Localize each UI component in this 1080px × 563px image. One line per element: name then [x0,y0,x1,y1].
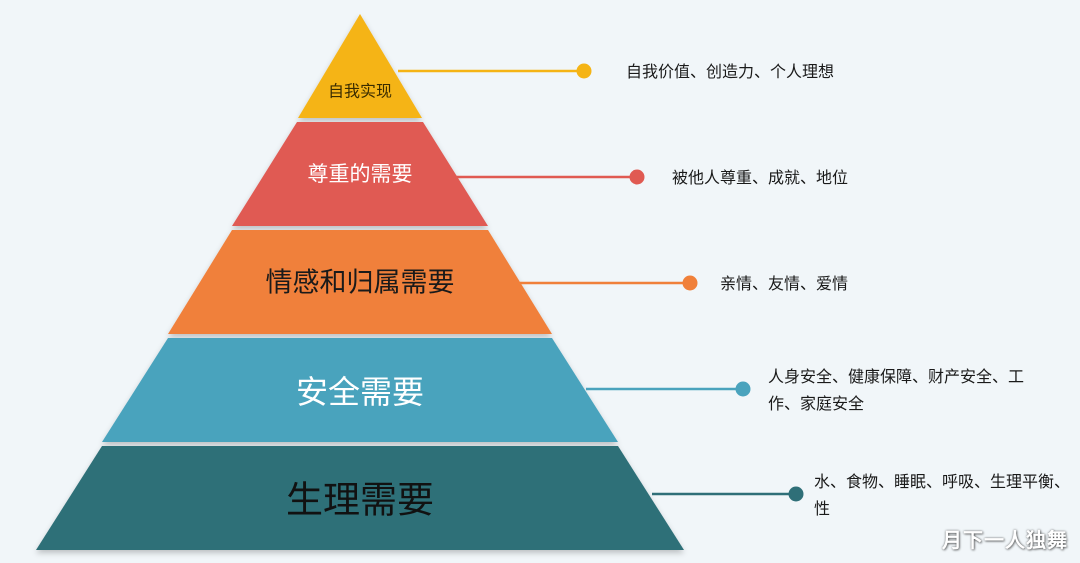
tier-label: 情感和归属需要 [266,268,455,299]
tier-shape [232,122,488,226]
tier-shape [298,14,422,118]
tier-love-belonging: 情感和归属需要 [168,230,698,334]
tier-safety: 安全需要 [102,338,751,442]
tier-esteem: 尊重的需要 [232,122,645,226]
connector-dot [576,63,592,79]
connector-dot [788,486,804,502]
tier-shape [168,230,552,334]
watermark: 月下一人独舞 [942,528,1068,552]
connector-dot [735,381,751,397]
tier-self-actualization: 自我实现 [298,14,592,118]
tier-description-self-actualization: 自我价值、创造力、个人理想 [626,62,835,81]
tier-description-esteem: 被他人尊重、成就、地位 [672,168,849,187]
tier-label: 生理需要 [286,479,434,522]
tier-description-safety: 人身安全、健康保障、财产安全、工作、家庭安全 [768,367,1025,413]
tier-label: 尊重的需要 [308,162,413,186]
tier-physiological: 生理需要 [36,446,804,550]
tier-label: 安全需要 [296,373,424,411]
tier-description-physiological: 水、食物、睡眠、呼吸、生理平衡、性 [814,472,1071,518]
tier-shape [36,446,684,550]
tier-shape [102,338,618,442]
connector-dot [682,275,698,291]
tier-description-love-belonging: 亲情、友情、爱情 [720,274,849,293]
tier-label: 自我实现 [328,82,392,101]
connector-dot [629,169,645,185]
